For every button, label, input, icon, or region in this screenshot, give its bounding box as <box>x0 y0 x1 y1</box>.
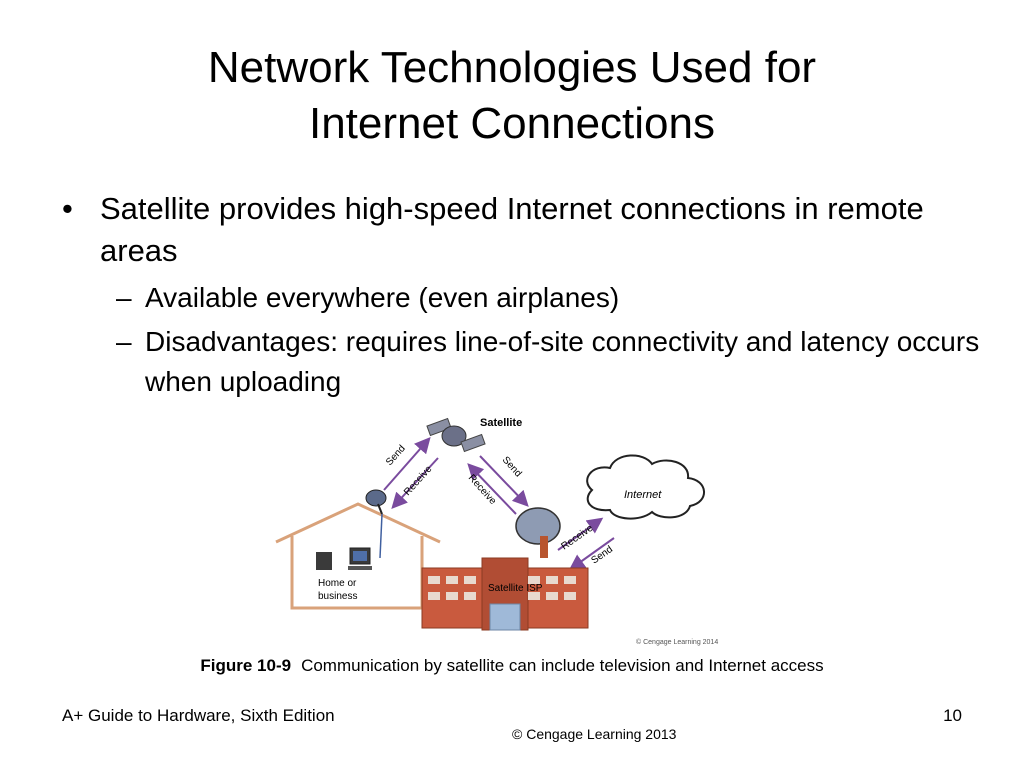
title-line-1: Network Technologies Used for <box>207 43 817 92</box>
dish-icon <box>365 489 387 515</box>
sub-bullet-item: – Available everywhere (even airplanes) <box>62 278 982 318</box>
bullet-item: • Satellite provides high-speed Internet… <box>62 188 982 272</box>
sub-bullet-item: – Disadvantages: requires line-of-site c… <box>62 322 982 402</box>
figure-copyright: © Cengage Learning 2014 <box>636 638 718 646</box>
footer-copyright: © Cengage Learning 2013 <box>512 726 677 742</box>
bullet-list: • Satellite provides high-speed Internet… <box>62 188 982 402</box>
satellite-icon <box>426 417 486 453</box>
figure-caption-text: Communication by satellite can include t… <box>301 656 824 675</box>
figure-label: Figure 10-9 <box>200 656 292 675</box>
slide-title: Network Technologies Used for Internet C… <box>0 40 1024 152</box>
home-label-line-2: business <box>318 591 357 602</box>
isp-building-icon <box>421 557 589 631</box>
sub-bullet-text: Disadvantages: requires line-of-site con… <box>145 326 980 397</box>
internet-cloud-icon <box>586 454 705 520</box>
internet-label: Internet <box>624 489 662 501</box>
sub-bullet-mark: – <box>116 282 132 313</box>
receive-label: Receive <box>402 463 435 498</box>
sub-bullet-text: Available everywhere (even airplanes) <box>145 282 620 313</box>
bullet-mark: • <box>62 191 73 226</box>
footer-book-title: A+ Guide to Hardware, Sixth Edition <box>62 706 335 725</box>
send-label: Send <box>384 443 408 468</box>
isp-dish-icon <box>515 507 561 558</box>
home-label-line-1: Home or <box>318 578 357 589</box>
satellite-label: Satellite <box>480 417 522 429</box>
send-label: Send <box>589 544 614 566</box>
page-number: 10 <box>943 706 962 725</box>
satellite-diagram: Satellite Send Receive Send Receive Rece… <box>275 417 718 646</box>
receive-label: Receive <box>559 522 595 552</box>
sub-bullet-mark: – <box>116 326 132 357</box>
title-line-2: Internet Connections <box>308 99 716 148</box>
isp-label: Satellite ISP <box>488 583 543 594</box>
send-label: Send <box>500 455 524 480</box>
bullet-text: Satellite provides high-speed Internet c… <box>100 191 924 268</box>
figure-caption: Figure 10-9 Communication by satellite ca… <box>0 654 1024 678</box>
computer-icon <box>316 547 372 570</box>
